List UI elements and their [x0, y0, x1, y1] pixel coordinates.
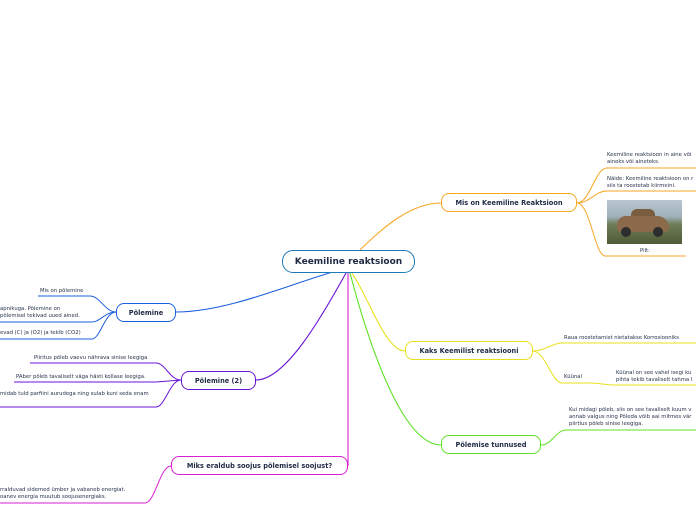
topic-soojus[interactable]: Miks eraldub soojus põlemisel soojust?: [171, 456, 348, 475]
connector-mis-on: [360, 203, 441, 250]
kaks-item-2: Küünal: [564, 374, 582, 381]
central-topic-label: Keemiline reaktsioon: [295, 257, 402, 267]
central-topic[interactable]: Keemiline reaktsioon: [282, 250, 415, 273]
kaks-item-2-note: Küünal on see vahel isegi ku pihta tekib…: [616, 370, 692, 384]
topic-polemine-2-label: Põlemine (2): [195, 377, 242, 385]
topic-tunnused[interactable]: Põlemise tunnused: [441, 435, 541, 454]
topic-polemine-label: Põlemine: [129, 309, 163, 317]
mis-on-note-1: Keemiline reaktsioon in aine või aineks …: [607, 152, 691, 166]
polemine-item-1: Mis on põlemine: [40, 288, 83, 295]
topic-kaks[interactable]: Kaks Keemilist reaktsiooni: [405, 341, 533, 360]
topic-polemine-2[interactable]: Põlemine (2): [181, 371, 256, 390]
mis-on-note-2: Näide: Keemiline reaktsioon on r siis ta…: [607, 176, 693, 190]
picture-caption: Pilt:: [640, 248, 650, 255]
connector-polemine2: [256, 273, 346, 380]
polemine2-item-1: Piiritus põleb vaevu nährava sinise leeg…: [34, 355, 147, 362]
polemine2-item-2: PAber põleb tavaliselt väga hästi kollas…: [16, 374, 146, 381]
rusty-car-image: [607, 200, 682, 244]
soojus-note: rralduvad sidemed ümber ja vabaneb energ…: [0, 487, 125, 501]
polemine-item-2: apnikuga. Põlemine on põlemisel tekivad …: [0, 306, 80, 320]
polemine2-item-3: midab tuld parfiini aurudega ning sulab …: [0, 391, 149, 398]
connector-polemine: [176, 270, 340, 312]
connector-kaks: [352, 273, 405, 351]
polemine-item-3: evad (C) ja (O2) ja tekib (CO2): [0, 330, 81, 337]
tunnused-note: Kui midagi põleb, siis on see tavaliselt…: [569, 407, 691, 428]
kaks-item-1: Raua roostetamist nietatakse Korrosiooni…: [564, 335, 679, 342]
topic-kaks-label: Kaks Keemilist reaktsiooni: [419, 347, 518, 355]
topic-tunnused-label: Põlemise tunnused: [456, 441, 527, 449]
topic-polemine[interactable]: Põlemine: [116, 303, 176, 322]
topic-mis-on[interactable]: Mis on Keemiline Reaktsioon: [441, 193, 577, 212]
topic-mis-on-label: Mis on Keemiline Reaktsioon: [455, 199, 562, 207]
topic-soojus-label: Miks eraldub soojus põlemisel soojust?: [187, 462, 332, 470]
